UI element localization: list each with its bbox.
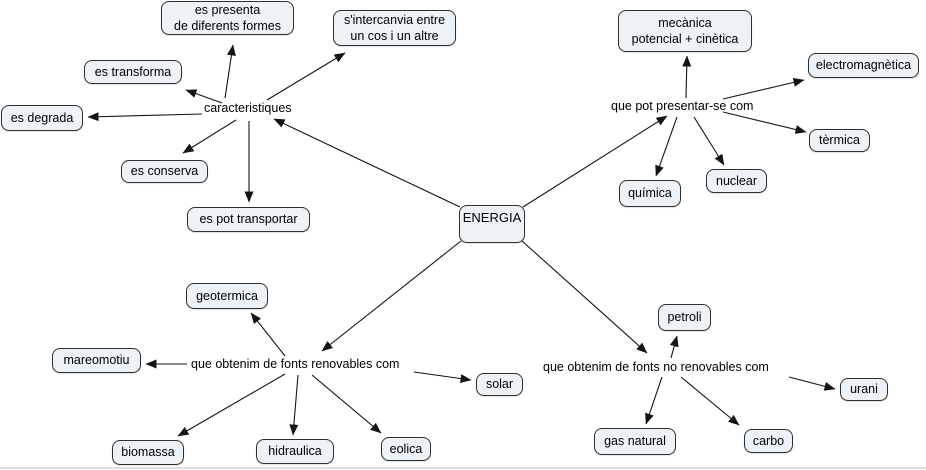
node-es-presenta[interactable]: es presenta de diferents formes — [161, 1, 294, 35]
link-phrase-que-pot-presentar-se-com[interactable]: que pot presentar-se com — [611, 99, 754, 113]
node-biomassa[interactable]: biomassa — [112, 440, 184, 465]
edge-no-renovables-carbo — [680, 376, 740, 426]
node-es-degrada[interactable]: es degrada — [1, 105, 83, 131]
node-es-transforma[interactable]: es transforma — [84, 60, 182, 84]
edge-energia-no-renovables — [521, 240, 648, 354]
edge-energia-caracteristiques — [273, 118, 461, 208]
node-hidraulica[interactable]: hidraulica — [256, 439, 334, 464]
node-urani[interactable]: urani — [840, 378, 888, 401]
node-solar[interactable]: solar — [476, 373, 523, 396]
edge-renovables-solar — [413, 371, 472, 383]
edge-caracteristiques-es-presenta — [224, 44, 236, 99]
node-electromagnetica[interactable]: electromagnètica — [808, 53, 919, 78]
edge-caracteristiques-es-conserva — [182, 119, 237, 154]
edge-no-renovables-petroli — [669, 335, 679, 359]
edge-caracteristiques-es-degrada — [87, 112, 203, 122]
node-geotermica[interactable]: geotermica — [186, 283, 268, 309]
node-quimica[interactable]: química — [619, 180, 681, 207]
node-gas-natural[interactable]: gas natural — [594, 428, 676, 455]
canvas-bottom-edge — [0, 467, 926, 469]
edge-que-pot-mecanica — [682, 55, 692, 99]
link-phrase-fonts-renovables[interactable]: que obtenim de fonts renovables com — [191, 357, 400, 371]
edge-no-renovables-urani — [788, 376, 836, 391]
edge-que-pot-quimica — [655, 116, 678, 177]
node-nuclear[interactable]: nuclear — [706, 169, 767, 193]
edge-caracteristiques-es-transforma — [185, 89, 223, 104]
link-phrase-fonts-no-renovables[interactable]: que obtenim de fonts no renovables com — [543, 360, 769, 374]
node-mecanica[interactable]: mecànica potencial + cinètica — [618, 10, 752, 52]
edge-renovables-biomassa — [177, 373, 286, 437]
edge-renovables-geotermica — [250, 312, 286, 357]
node-carbo[interactable]: carbo — [744, 429, 793, 453]
edge-energia-renovables — [321, 240, 462, 352]
edge-energia-que-pot — [522, 115, 668, 208]
link-phrase-caracteristiques[interactable]: caracteristiques — [204, 101, 292, 115]
node-petroli[interactable]: petroli — [658, 304, 711, 331]
node-mareomotiu[interactable]: mareomotiu — [52, 348, 141, 373]
edge-renovables-eolica — [311, 374, 382, 434]
edge-que-pot-nuclear — [693, 116, 725, 166]
node-eolica[interactable]: eolica — [381, 437, 431, 461]
edge-que-pot-termica — [722, 111, 807, 134]
edge-renovables-hidraulica — [289, 374, 299, 436]
edge-no-renovables-gas-natural — [645, 376, 663, 425]
node-s-intercanvia[interactable]: s'intercanvia entre un cos i un altre — [333, 10, 456, 46]
node-es-pot-transportar[interactable]: es pot transportar — [187, 207, 310, 232]
edge-que-pot-electromagnetica — [722, 78, 805, 100]
node-termica[interactable]: tèrmica — [809, 129, 870, 152]
node-es-conserva[interactable]: es conserva — [121, 160, 208, 183]
edge-caracteristiques-s-intercanvia — [266, 52, 346, 101]
node-energia[interactable]: ENERGIA — [459, 205, 525, 243]
